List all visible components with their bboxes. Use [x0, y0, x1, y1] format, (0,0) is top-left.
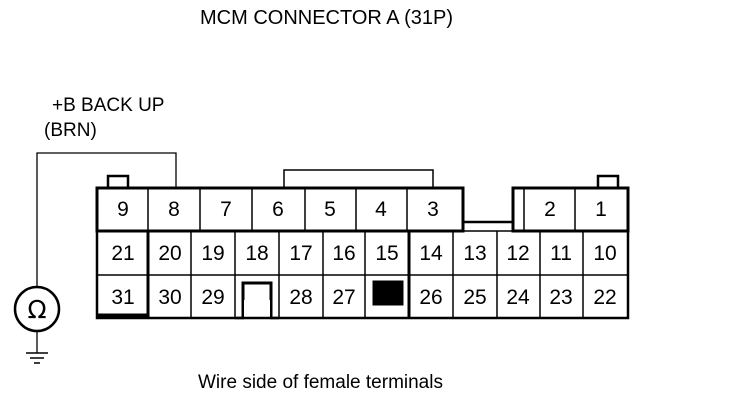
pin-label: 11 [550, 242, 572, 265]
probe-wire-color: (BRN) [44, 120, 97, 141]
probe-label: +B BACK UP [52, 95, 165, 116]
pin-label: 18 [245, 242, 269, 265]
pin-label: 15 [375, 242, 399, 265]
pin-label: 4 [375, 198, 387, 221]
connector-top-tab [283, 169, 434, 189]
pin-label: 19 [201, 242, 225, 265]
pin-label: 3 [427, 198, 439, 221]
pin-label: 22 [593, 286, 617, 309]
blocked-cavity [372, 280, 404, 306]
pin-label: 30 [158, 286, 182, 309]
pin-label: 28 [289, 286, 313, 309]
pin-label: 21 [111, 242, 135, 265]
pin-label: 12 [506, 242, 530, 265]
pin-label: 29 [201, 286, 225, 309]
pin-label: 5 [324, 198, 336, 221]
pin-label: 16 [332, 242, 356, 265]
pin-label: 8 [168, 198, 180, 221]
pin-label: 26 [419, 286, 443, 309]
pin-label: 9 [117, 198, 129, 221]
caption: Wire side of female terminals [198, 372, 443, 393]
ohm-symbol: Ω [27, 295, 46, 324]
pin-label: 1 [595, 198, 607, 221]
pin-label: 23 [549, 286, 573, 309]
pin-label: 25 [463, 286, 487, 309]
pin-label: 7 [220, 198, 232, 221]
pin-label: 24 [506, 286, 530, 309]
pin-label: 17 [289, 242, 313, 265]
inner-block-outline [146, 229, 411, 318]
lower-grid [97, 231, 628, 318]
pin-label: 27 [332, 286, 356, 309]
pin-label: 20 [158, 242, 182, 265]
page-title: MCM CONNECTOR A (31P) [200, 7, 453, 29]
probe-wire [36, 152, 177, 287]
pin-label: 31 [111, 286, 135, 309]
ohmmeter-icon: Ω [13, 285, 61, 333]
row1-right-block [511, 186, 630, 233]
ground-icon [26, 352, 48, 364]
pin-label: 14 [419, 242, 443, 265]
pin-label: 2 [544, 198, 556, 221]
pin-label: 10 [593, 242, 617, 265]
pin-label: 6 [272, 198, 284, 221]
pin-label: 13 [463, 242, 487, 265]
